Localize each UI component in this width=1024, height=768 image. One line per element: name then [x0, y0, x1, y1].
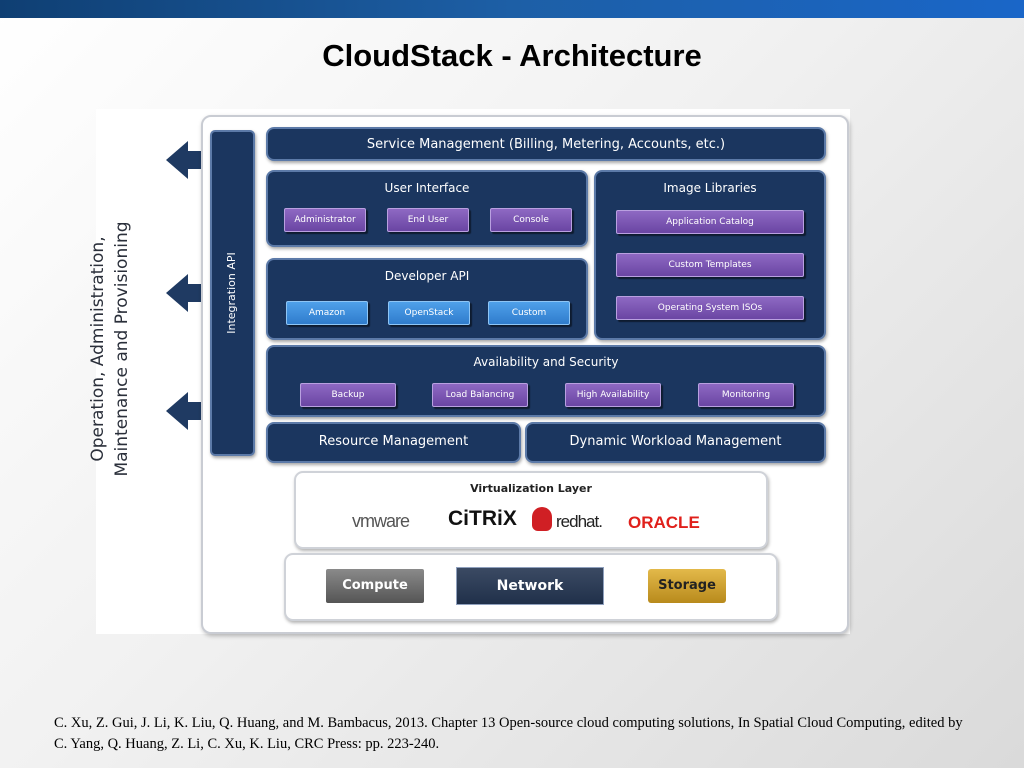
oracle-logo: ORACLE [628, 513, 700, 532]
ui-item-console: Console [490, 208, 572, 232]
resource-management-block: Resource Management [266, 422, 521, 463]
user-interface-block: User Interface Administrator End User Co… [266, 170, 588, 247]
header-bar [0, 0, 1024, 18]
network-switch: Network [456, 567, 604, 605]
user-interface-title: User Interface [384, 181, 470, 195]
architecture-diagram: Operation, Administration, Maintenance a… [88, 109, 850, 634]
as-item-monitoring: Monitoring [698, 383, 794, 407]
dynamic-workload-block: Dynamic Workload Management [525, 422, 826, 463]
service-management-block: Service Management (Billing, Metering, A… [266, 127, 826, 161]
integration-api-bar: Integration API [210, 130, 255, 456]
integration-api-label: Integration API [225, 252, 238, 334]
storage-device: Storage [648, 569, 726, 603]
compute-server: Compute [326, 569, 424, 603]
image-item-application-catalog: Application Catalog [616, 210, 804, 234]
ui-item-end-user: End User [387, 208, 469, 232]
dynamic-workload-label: Dynamic Workload Management [569, 434, 782, 449]
redhat-logo: redhat. [556, 512, 603, 531]
citation: C. Xu, Z. Gui, J. Li, K. Liu, Q. Huang, … [54, 715, 963, 752]
hardware-layer: Compute Network Storage [284, 553, 778, 621]
slide-title: CloudStack - Architecture [322, 38, 702, 73]
image-item-custom-templates: Custom Templates [616, 253, 804, 277]
api-item-custom: Custom [488, 301, 570, 325]
side-label-line1: Operation, Administration, [88, 236, 108, 462]
side-label-line2: Maintenance and Provisioning [112, 221, 132, 477]
citrix-logo: CiTRiX [448, 507, 517, 530]
image-libraries-title: Image Libraries [663, 181, 757, 195]
api-item-openstack: OpenStack [388, 301, 470, 325]
api-item-amazon: Amazon [286, 301, 368, 325]
availability-security-block: Availability and Security Backup Load Ba… [266, 345, 826, 417]
vmware-logo: vmware [352, 511, 410, 531]
virtualization-layer: Virtualization Layer vmware CiTRiX redha… [294, 471, 768, 549]
availability-security-title: Availability and Security [473, 355, 619, 369]
as-item-load-balancing: Load Balancing [432, 383, 528, 407]
resource-management-label: Resource Management [318, 434, 469, 449]
as-item-high-availability: High Availability [565, 383, 661, 407]
developer-api-block: Developer API Amazon OpenStack Custom [266, 258, 588, 340]
side-label: Operation, Administration, Maintenance a… [86, 204, 146, 494]
as-item-backup: Backup [300, 383, 396, 407]
image-libraries-block: Image Libraries Application Catalog Cust… [594, 170, 826, 340]
developer-api-title: Developer API [384, 269, 470, 283]
ui-item-administrator: Administrator [284, 208, 366, 232]
virtualization-title: Virtualization Layer [470, 482, 592, 495]
service-management-label: Service Management (Billing, Metering, A… [366, 137, 726, 152]
image-item-os-isos: Operating System ISOs [616, 296, 804, 320]
redhat-icon [532, 507, 552, 531]
